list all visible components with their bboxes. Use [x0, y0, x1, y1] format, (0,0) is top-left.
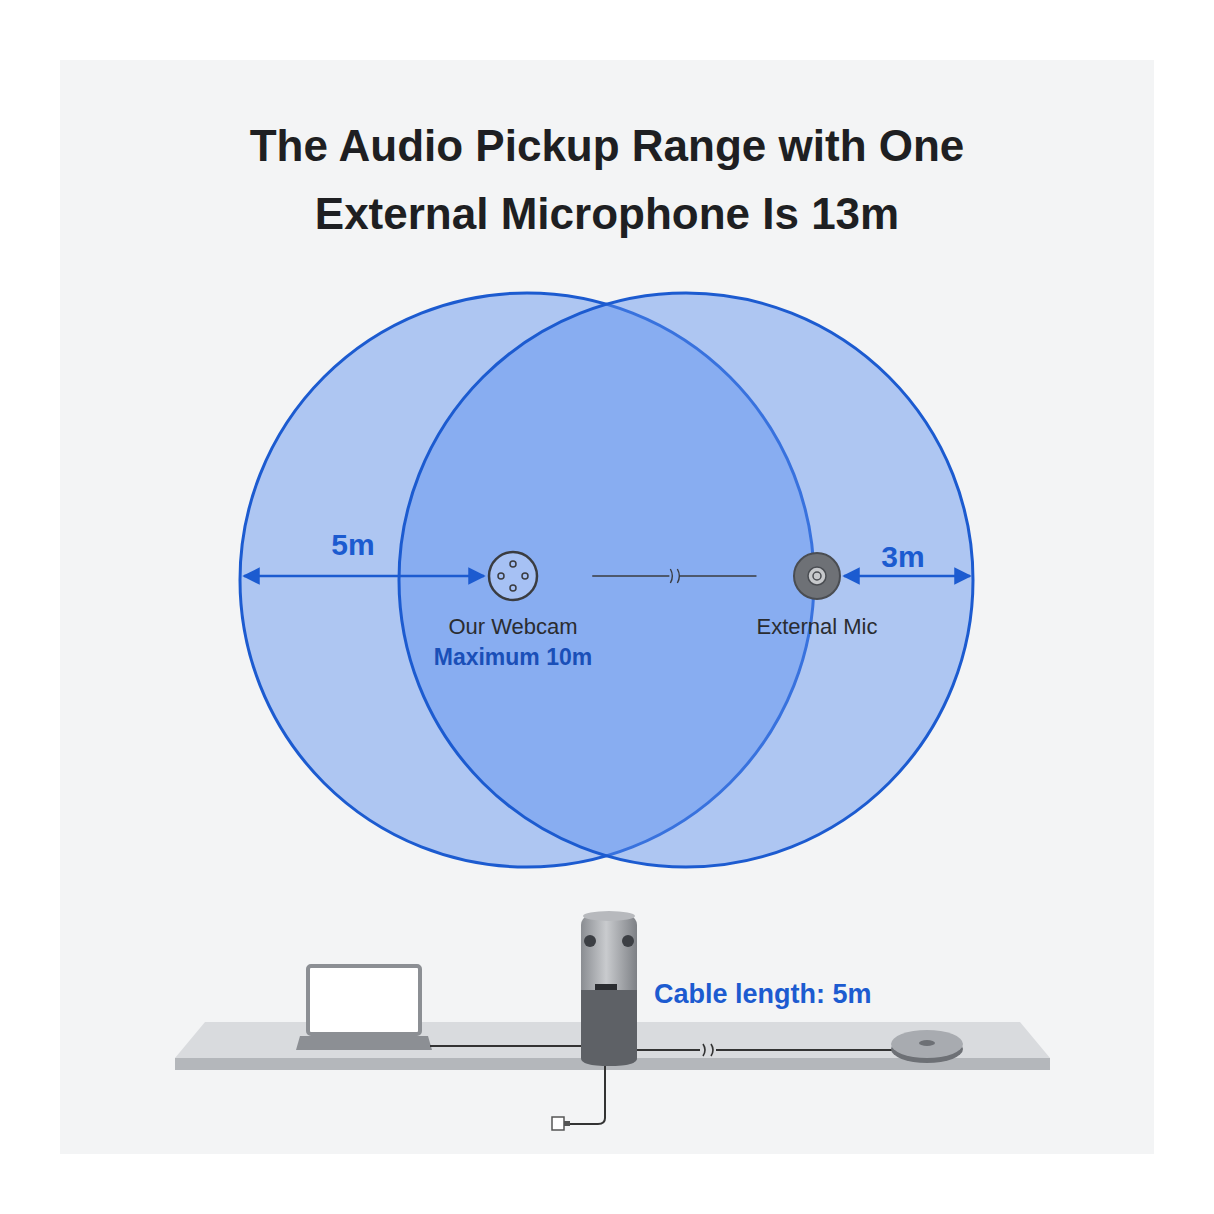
mic-range-circle	[399, 293, 973, 867]
webcam-node: Our WebcamMaximum 10m	[434, 549, 593, 673]
cable-connector	[592, 569, 756, 583]
power-plug	[552, 1117, 564, 1130]
device-icon	[486, 549, 540, 603]
webcam-device	[581, 912, 637, 1066]
device-name: External Mic	[756, 611, 877, 642]
mic-device	[891, 1030, 963, 1058]
device-name: Our Webcam	[448, 611, 577, 642]
dimension-arrow	[844, 575, 970, 578]
usb-cable	[430, 1045, 585, 1047]
laptop-base	[296, 1036, 432, 1050]
webcam-slot	[595, 984, 617, 990]
title: The Audio Pickup Range with One External…	[187, 112, 1027, 248]
mic-cable	[636, 1049, 895, 1051]
mic-node: External Mic	[756, 549, 877, 642]
dimension-label: Cable length: 5m	[654, 978, 872, 1010]
power-cable	[570, 1066, 605, 1124]
range-note: Maximum 10m	[434, 642, 593, 673]
dimension-arrow	[244, 575, 484, 578]
webcam-top	[583, 911, 635, 921]
webcam-speaker	[581, 990, 637, 1066]
laptop-screen	[308, 966, 420, 1034]
device-icon	[790, 549, 844, 603]
power-plug	[564, 1121, 570, 1126]
dimension-label: 3m	[881, 539, 924, 575]
cable-break	[703, 1044, 713, 1056]
dimension-label: 5m	[331, 527, 374, 563]
